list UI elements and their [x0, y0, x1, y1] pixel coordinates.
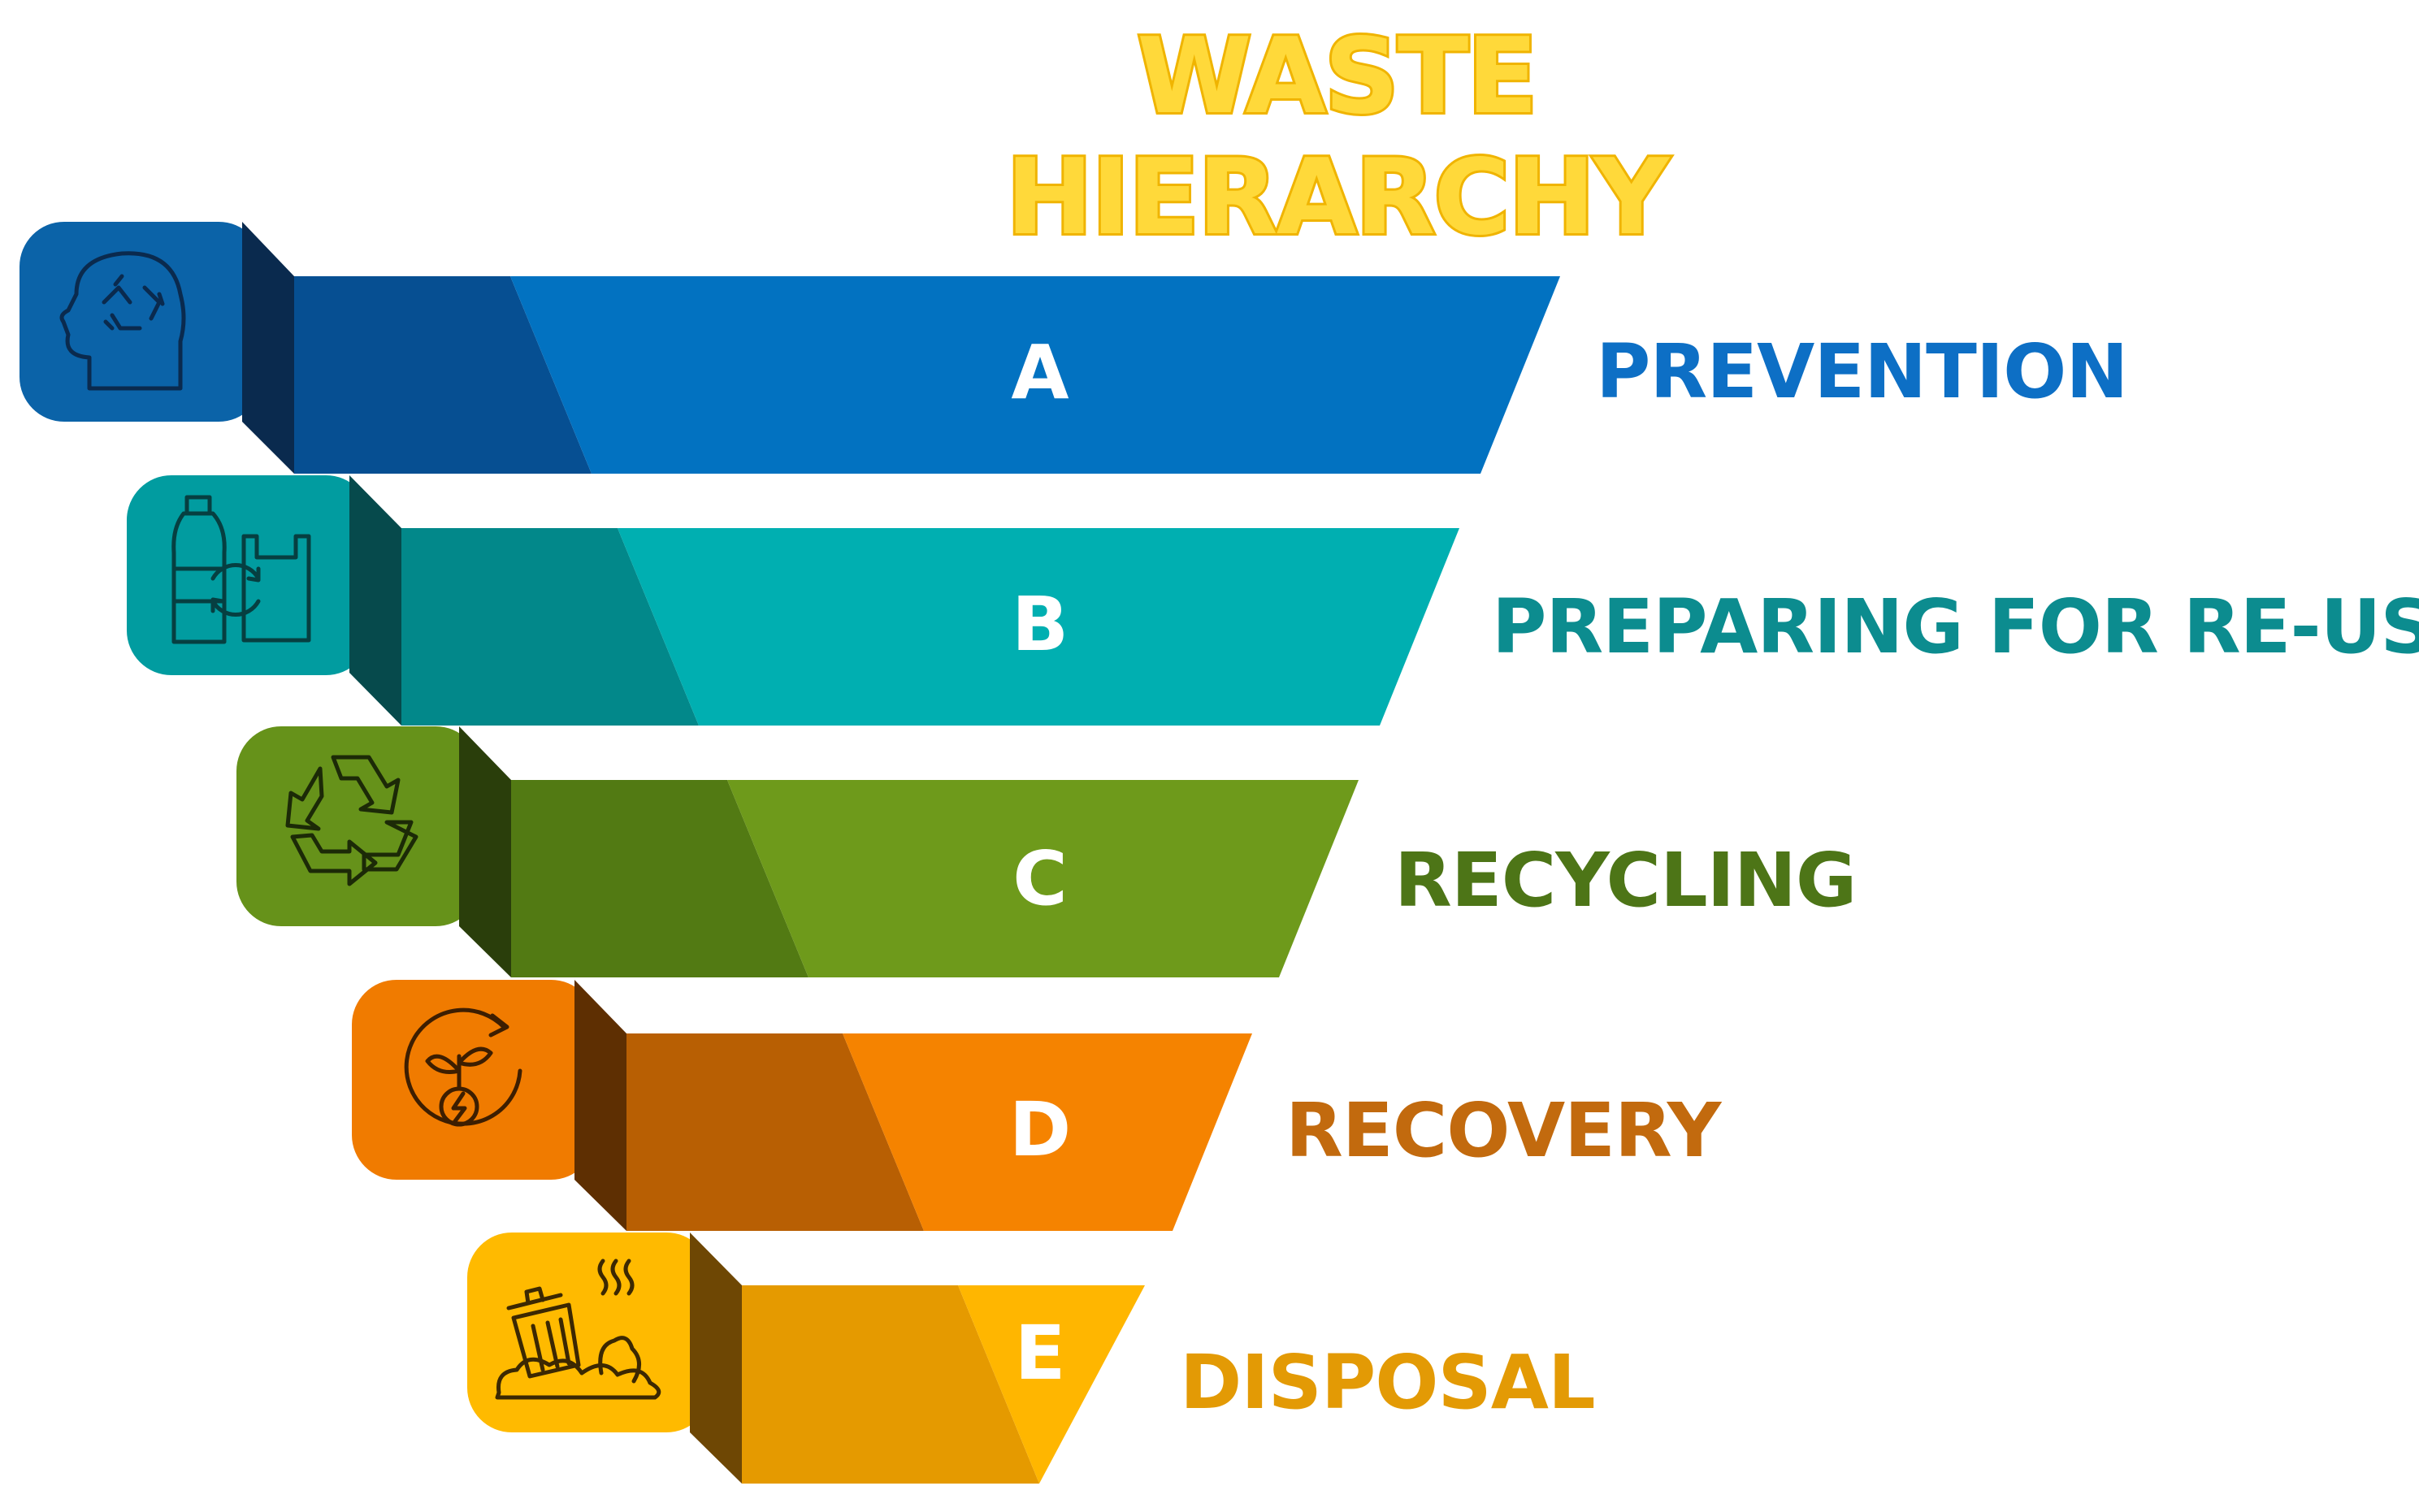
tier-a-band-light: [510, 276, 1560, 474]
tier-c-letter: C: [1012, 835, 1068, 922]
tier-d-letter: D: [1008, 1086, 1072, 1173]
recycle-arrows-icon: [285, 755, 418, 886]
energy-recovery-icon: [404, 1007, 522, 1127]
tier-a-fold: [242, 222, 294, 474]
tier-c-band: [236, 726, 1359, 977]
tier-b-band: [127, 475, 1459, 726]
diagram-title: WASTE HIERARCHY: [1004, 14, 1671, 261]
tier-b-letter: B: [1011, 581, 1069, 668]
tier-a-letter: A: [1011, 329, 1069, 416]
tier-b-label: PREPARING FOR RE-USE: [1492, 583, 2419, 670]
tier-d-icon-tab: [352, 980, 596, 1180]
tier-e-fold: [690, 1233, 742, 1484]
tier-a-label: PREVENTION: [1596, 328, 2128, 415]
tier-e-icon-tab: [467, 1233, 711, 1432]
tier-e-letter: E: [1014, 1310, 1066, 1397]
tier-c-band-dark: [511, 780, 809, 977]
bottles-reuse-icon: [171, 495, 311, 644]
tier-b-band-light: [618, 528, 1459, 726]
tier-a-icon-tab: [20, 222, 263, 422]
tier-a-band-dark: [294, 276, 592, 474]
tier-d-band: [352, 980, 1252, 1231]
tier-c-icon-tab: [236, 726, 480, 926]
tier-d-fold: [574, 980, 626, 1231]
tier-b-icon-tab: [127, 475, 371, 675]
tier-c-label: RECYCLING: [1394, 837, 1857, 924]
tier-e-band-light: [958, 1285, 1145, 1484]
tier-b-fold: [349, 475, 401, 726]
tier-c-fold: [459, 726, 511, 977]
head-recycle-icon: [59, 251, 186, 391]
tier-a-band: [20, 222, 1560, 474]
tier-e-band: [467, 1233, 1145, 1484]
tier-e-band-dark: [742, 1285, 1039, 1484]
tier-d-label: RECOVERY: [1285, 1087, 1721, 1174]
tier-c-band-light: [727, 780, 1359, 977]
landfill-waste-icon: [495, 1259, 661, 1400]
tier-d-band-light: [843, 1033, 1252, 1231]
tier-e-label: DISPOSAL: [1180, 1339, 1596, 1426]
tier-d-band-dark: [626, 1033, 924, 1231]
tier-b-band-dark: [401, 528, 699, 726]
